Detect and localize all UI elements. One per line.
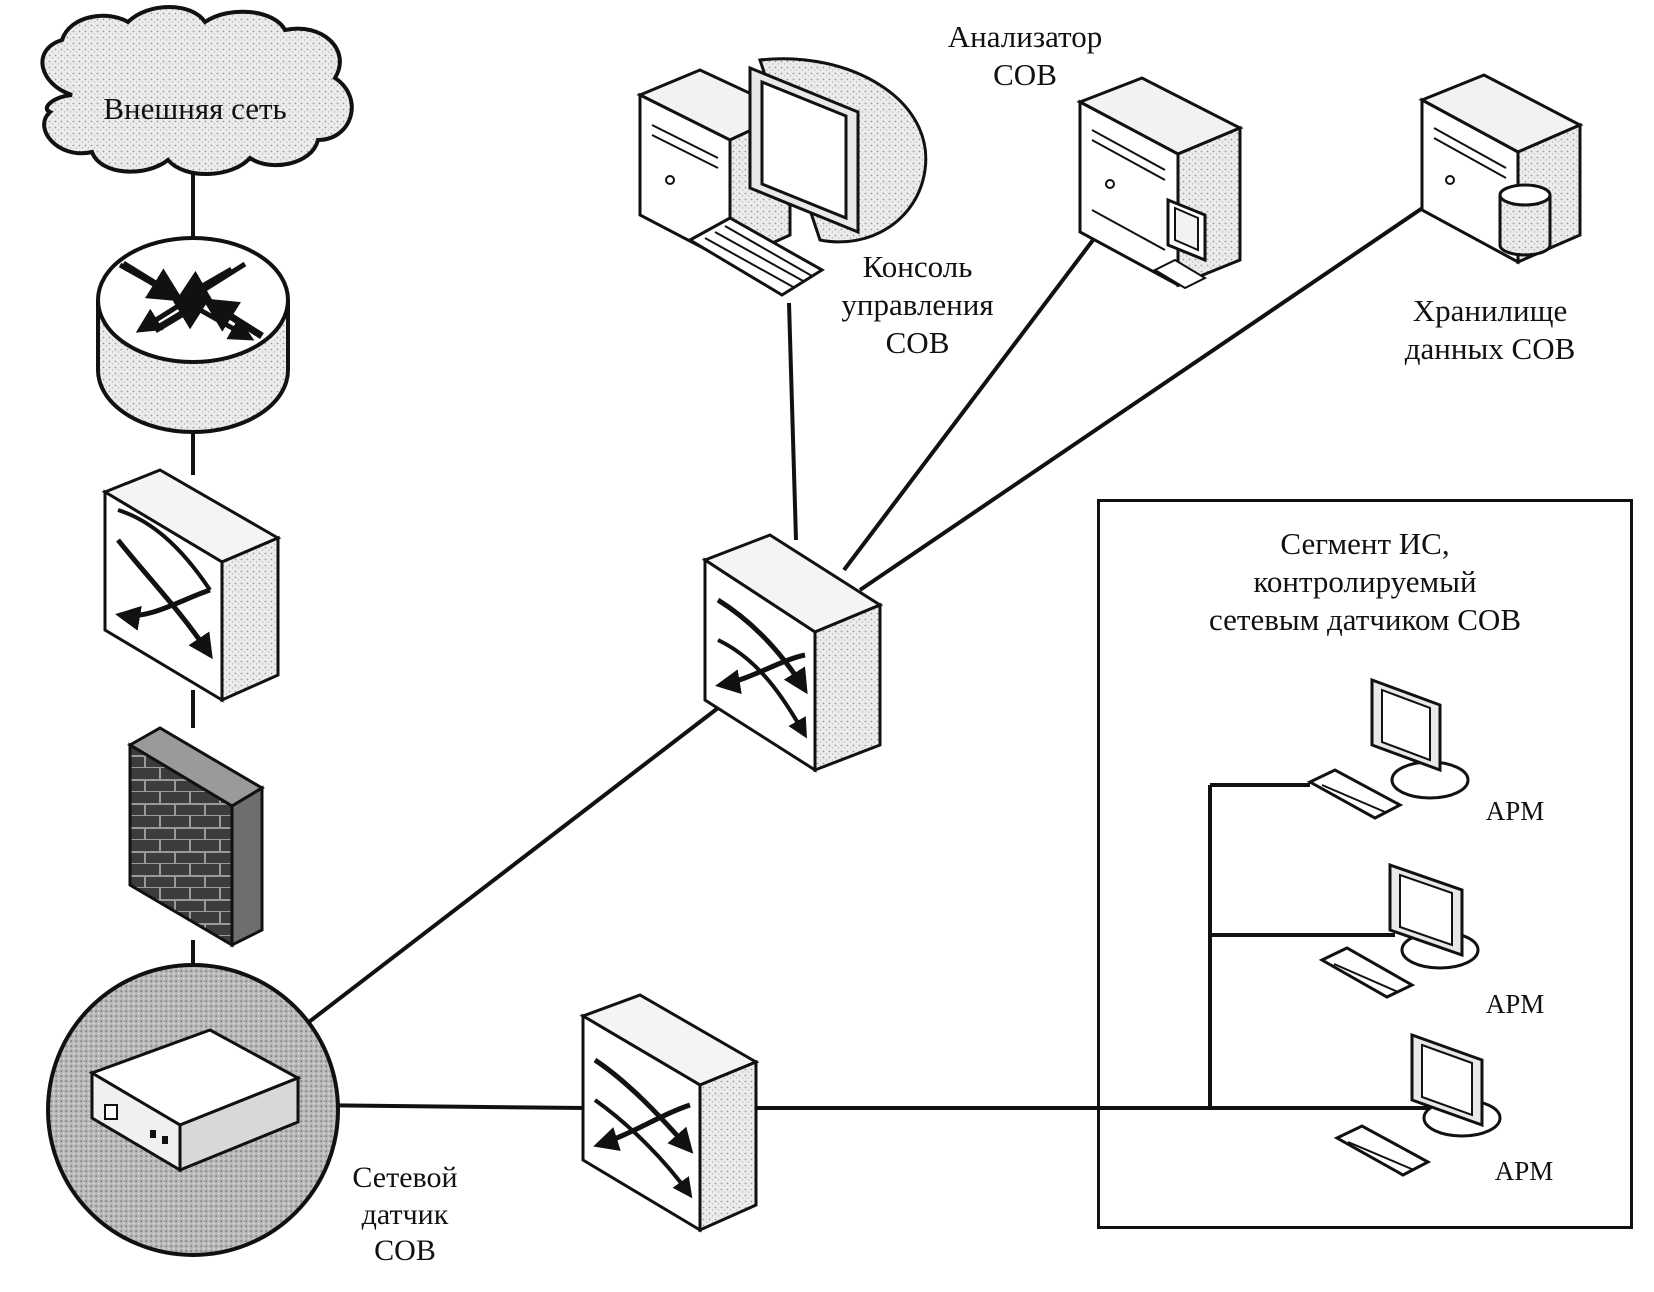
storage-label-line-2: данных СОВ xyxy=(1404,330,1576,366)
workstation-arm-1 xyxy=(1306,677,1470,820)
switch-icon-core xyxy=(701,533,884,773)
console-label-line-3: СОВ xyxy=(885,324,950,360)
console-label-line-2: управления xyxy=(841,286,994,322)
sensor-label-line-1: Сетевой xyxy=(352,1161,458,1194)
sensor-label-line-2: датчик xyxy=(361,1197,449,1231)
link-core-storage xyxy=(858,205,1426,592)
link-core-analyzer xyxy=(842,238,1095,572)
console-label-line-1: Консоль xyxy=(862,249,973,284)
sensor-label: Сетевой датчик СОВ xyxy=(335,1160,475,1270)
external-network-label: Внешняя сеть xyxy=(103,91,287,126)
network-sensor-icon xyxy=(46,963,340,1257)
workstation-arm-2 xyxy=(1318,862,1480,999)
link-sensor-segment-switch xyxy=(299,1103,586,1110)
arm-label-2: АРМ xyxy=(1485,989,1545,1019)
database-server-icon xyxy=(1418,73,1584,265)
link-core-console xyxy=(787,302,798,541)
storage-label: Хранилище данных СОВ xyxy=(1375,292,1605,368)
console-label: Консоль управления СОВ xyxy=(830,248,1005,361)
arm-label-3: АРМ xyxy=(1494,1156,1554,1186)
firewall-icon xyxy=(127,726,265,948)
workstation-icon xyxy=(636,57,928,297)
sensor-label-line-3: СОВ xyxy=(374,1234,436,1268)
monitored-segment-box xyxy=(1097,499,1633,1229)
link-sensor-core-switch xyxy=(260,706,720,1060)
server-icon xyxy=(1076,76,1244,290)
analyzer-label-line-1: Анализатор xyxy=(947,19,1103,54)
switch-icon-segment xyxy=(579,993,760,1233)
segment-title-line-1: Сегмент ИС, xyxy=(1280,526,1450,561)
cloud-icon xyxy=(40,5,354,177)
arm-label-1: АРМ xyxy=(1485,796,1545,826)
analyzer-label-line-2: СОВ xyxy=(993,56,1057,92)
segment-title-line-2: контролируемый xyxy=(1253,563,1477,599)
switch-icon-edge xyxy=(101,468,282,703)
analyzer-label: Анализатор СОВ xyxy=(925,18,1125,94)
segment-title: Сегмент ИС, контролируемый сетевым датчи… xyxy=(1150,525,1580,638)
segment-title-line-3: сетевым датчиком СОВ xyxy=(1209,601,1521,637)
storage-label-line-1: Хранилище xyxy=(1412,293,1568,328)
router-icon xyxy=(96,236,290,434)
workstation-arm-3 xyxy=(1333,1032,1502,1177)
connections xyxy=(191,168,1430,1110)
